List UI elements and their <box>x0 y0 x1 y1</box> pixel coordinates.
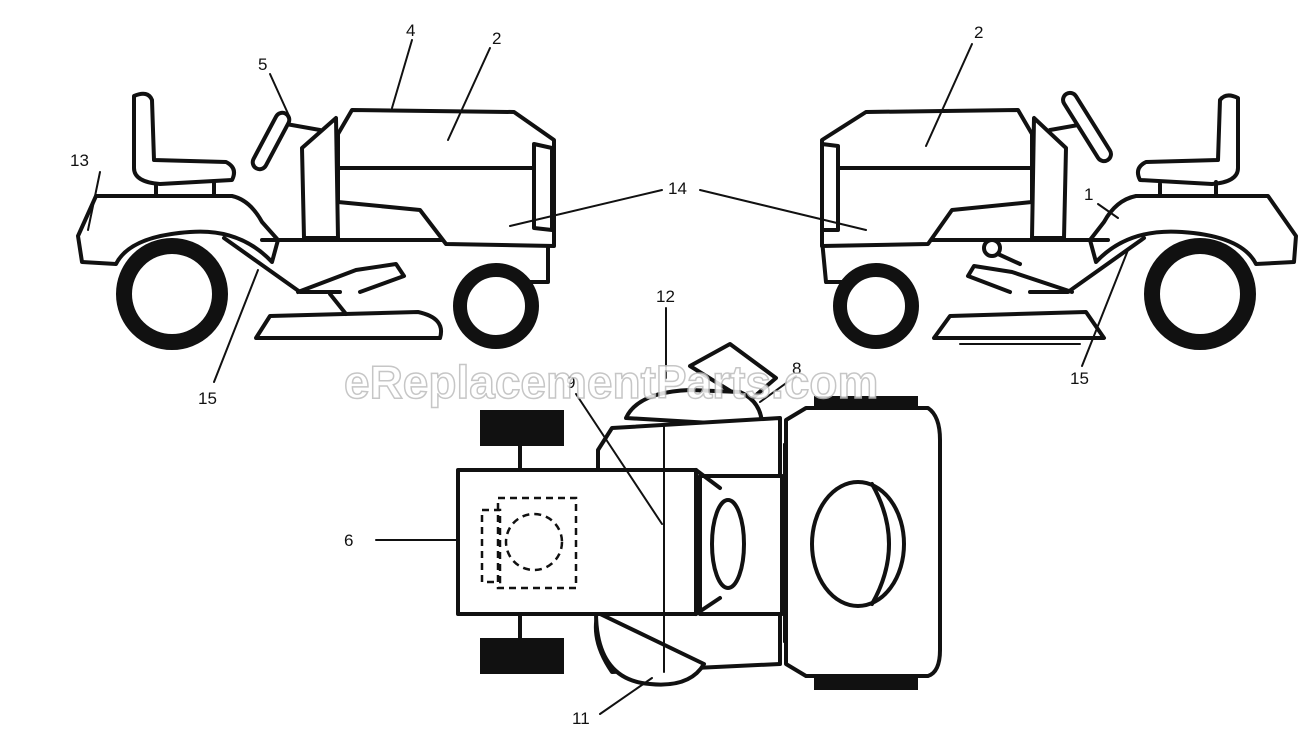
right-side-view-mower <box>820 90 1298 350</box>
callout-5: 5 <box>258 55 267 74</box>
callout-2-left: 2 <box>492 29 501 48</box>
leader-lines <box>87 39 1129 715</box>
callout-15-left: 15 <box>198 389 217 408</box>
callout-13: 13 <box>70 151 89 170</box>
callout-labels: 13 5 4 2 15 14 2 1 15 12 9 8 6 11 <box>70 21 1093 728</box>
callout-4: 4 <box>406 21 415 40</box>
callout-9: 9 <box>566 373 575 392</box>
callout-2-right: 2 <box>974 23 983 42</box>
top-view-mower <box>456 342 942 690</box>
watermark-text: eReplacementParts.com <box>344 356 878 408</box>
callout-8: 8 <box>792 359 801 378</box>
left-side-view-mower <box>76 91 556 350</box>
callout-14: 14 <box>668 179 687 198</box>
callout-15-right: 15 <box>1070 369 1089 388</box>
callout-6: 6 <box>344 531 353 550</box>
callout-12: 12 <box>656 287 675 306</box>
callout-1: 1 <box>1084 185 1093 204</box>
callout-11: 11 <box>572 709 590 728</box>
